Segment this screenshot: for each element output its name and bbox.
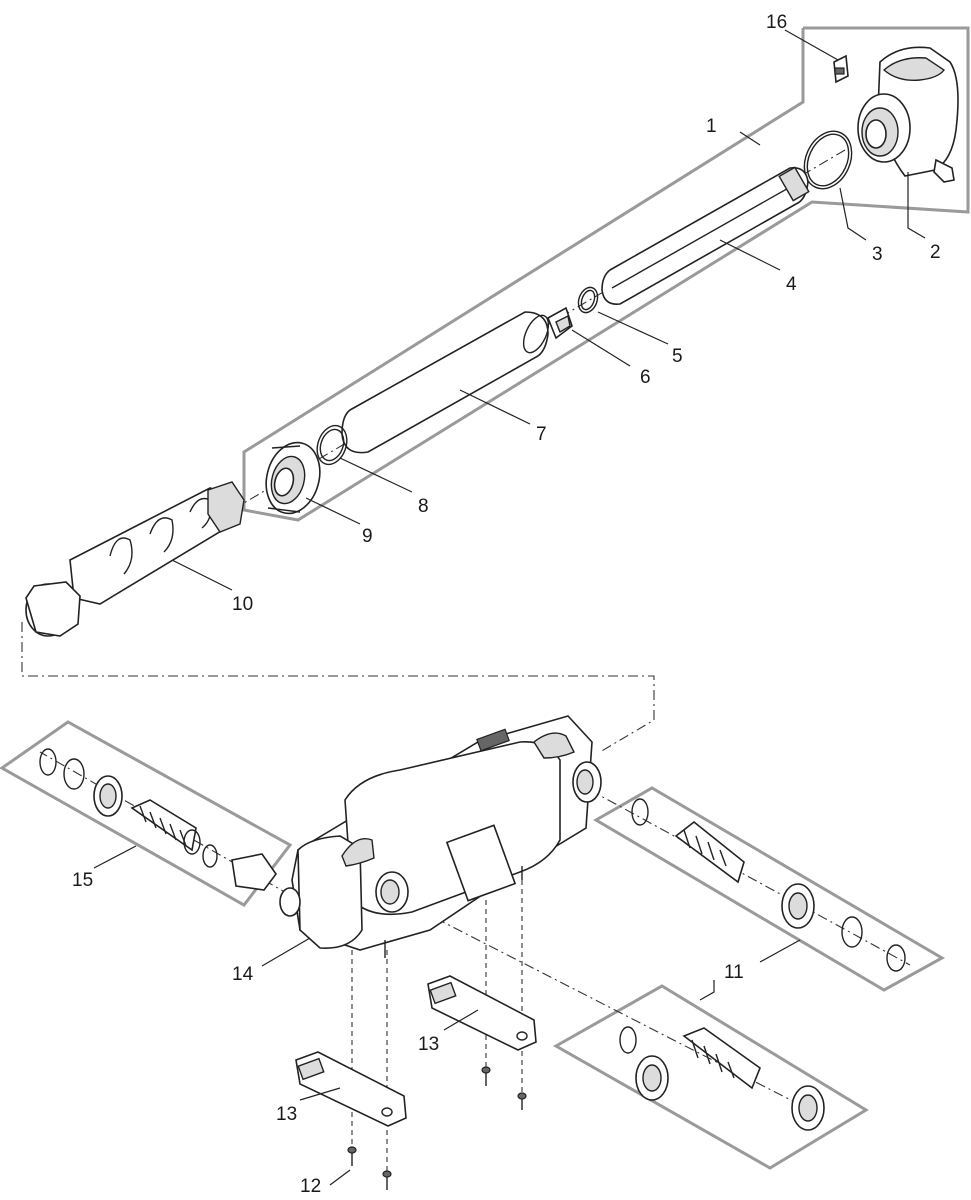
callout-5: 5	[672, 346, 683, 367]
callout-1: 1	[706, 116, 717, 137]
callout-labels: 1 2 3 4 5 6 7 8 9 10 11 12 13 13 14 15 1…	[72, 12, 941, 1197]
callout-2: 2	[930, 242, 941, 263]
callout-16: 16	[766, 12, 787, 33]
lamp-head-cap-2	[857, 46, 959, 183]
o-ring-8	[316, 424, 348, 466]
screws-12	[347, 1066, 527, 1190]
lamp-socket-6	[546, 306, 573, 340]
uvc-lamp-tube-4	[601, 166, 810, 306]
callout-3: 3	[872, 244, 883, 265]
callout-9: 9	[362, 526, 373, 547]
callout-12: 12	[300, 1176, 321, 1197]
group-frame-11-lower	[552, 984, 869, 1170]
hose-fittings-15	[39, 748, 277, 891]
callout-10: 10	[232, 594, 253, 615]
mounting-foot-13-upper	[427, 975, 537, 1051]
o-ring-3	[803, 130, 853, 190]
callout-11: 11	[724, 962, 744, 983]
callout-13-lower: 13	[276, 1104, 297, 1125]
group-frame-11-upper	[593, 786, 946, 992]
cleaning-unit-10	[25, 481, 245, 637]
main-housing-14	[279, 715, 602, 958]
group-frame-1	[242, 26, 970, 522]
mounting-foot-13-lower	[295, 1051, 407, 1127]
quartz-glass-7	[341, 311, 550, 454]
group-frame-15	[0, 720, 293, 907]
callout-15: 15	[72, 870, 93, 891]
hose-fittings-11-upper	[631, 798, 906, 972]
callout-13-upper: 13	[418, 1034, 439, 1055]
callout-14: 14	[232, 964, 254, 985]
callout-8: 8	[418, 496, 429, 517]
callout-4: 4	[786, 274, 797, 295]
hose-fittings-11-lower	[619, 1026, 825, 1131]
o-ring-5	[577, 286, 599, 314]
union-nut-9	[265, 441, 321, 515]
leader-lines	[93, 29, 926, 1186]
clip-16	[833, 54, 849, 84]
callout-7: 7	[536, 424, 547, 445]
callout-6: 6	[640, 367, 651, 388]
